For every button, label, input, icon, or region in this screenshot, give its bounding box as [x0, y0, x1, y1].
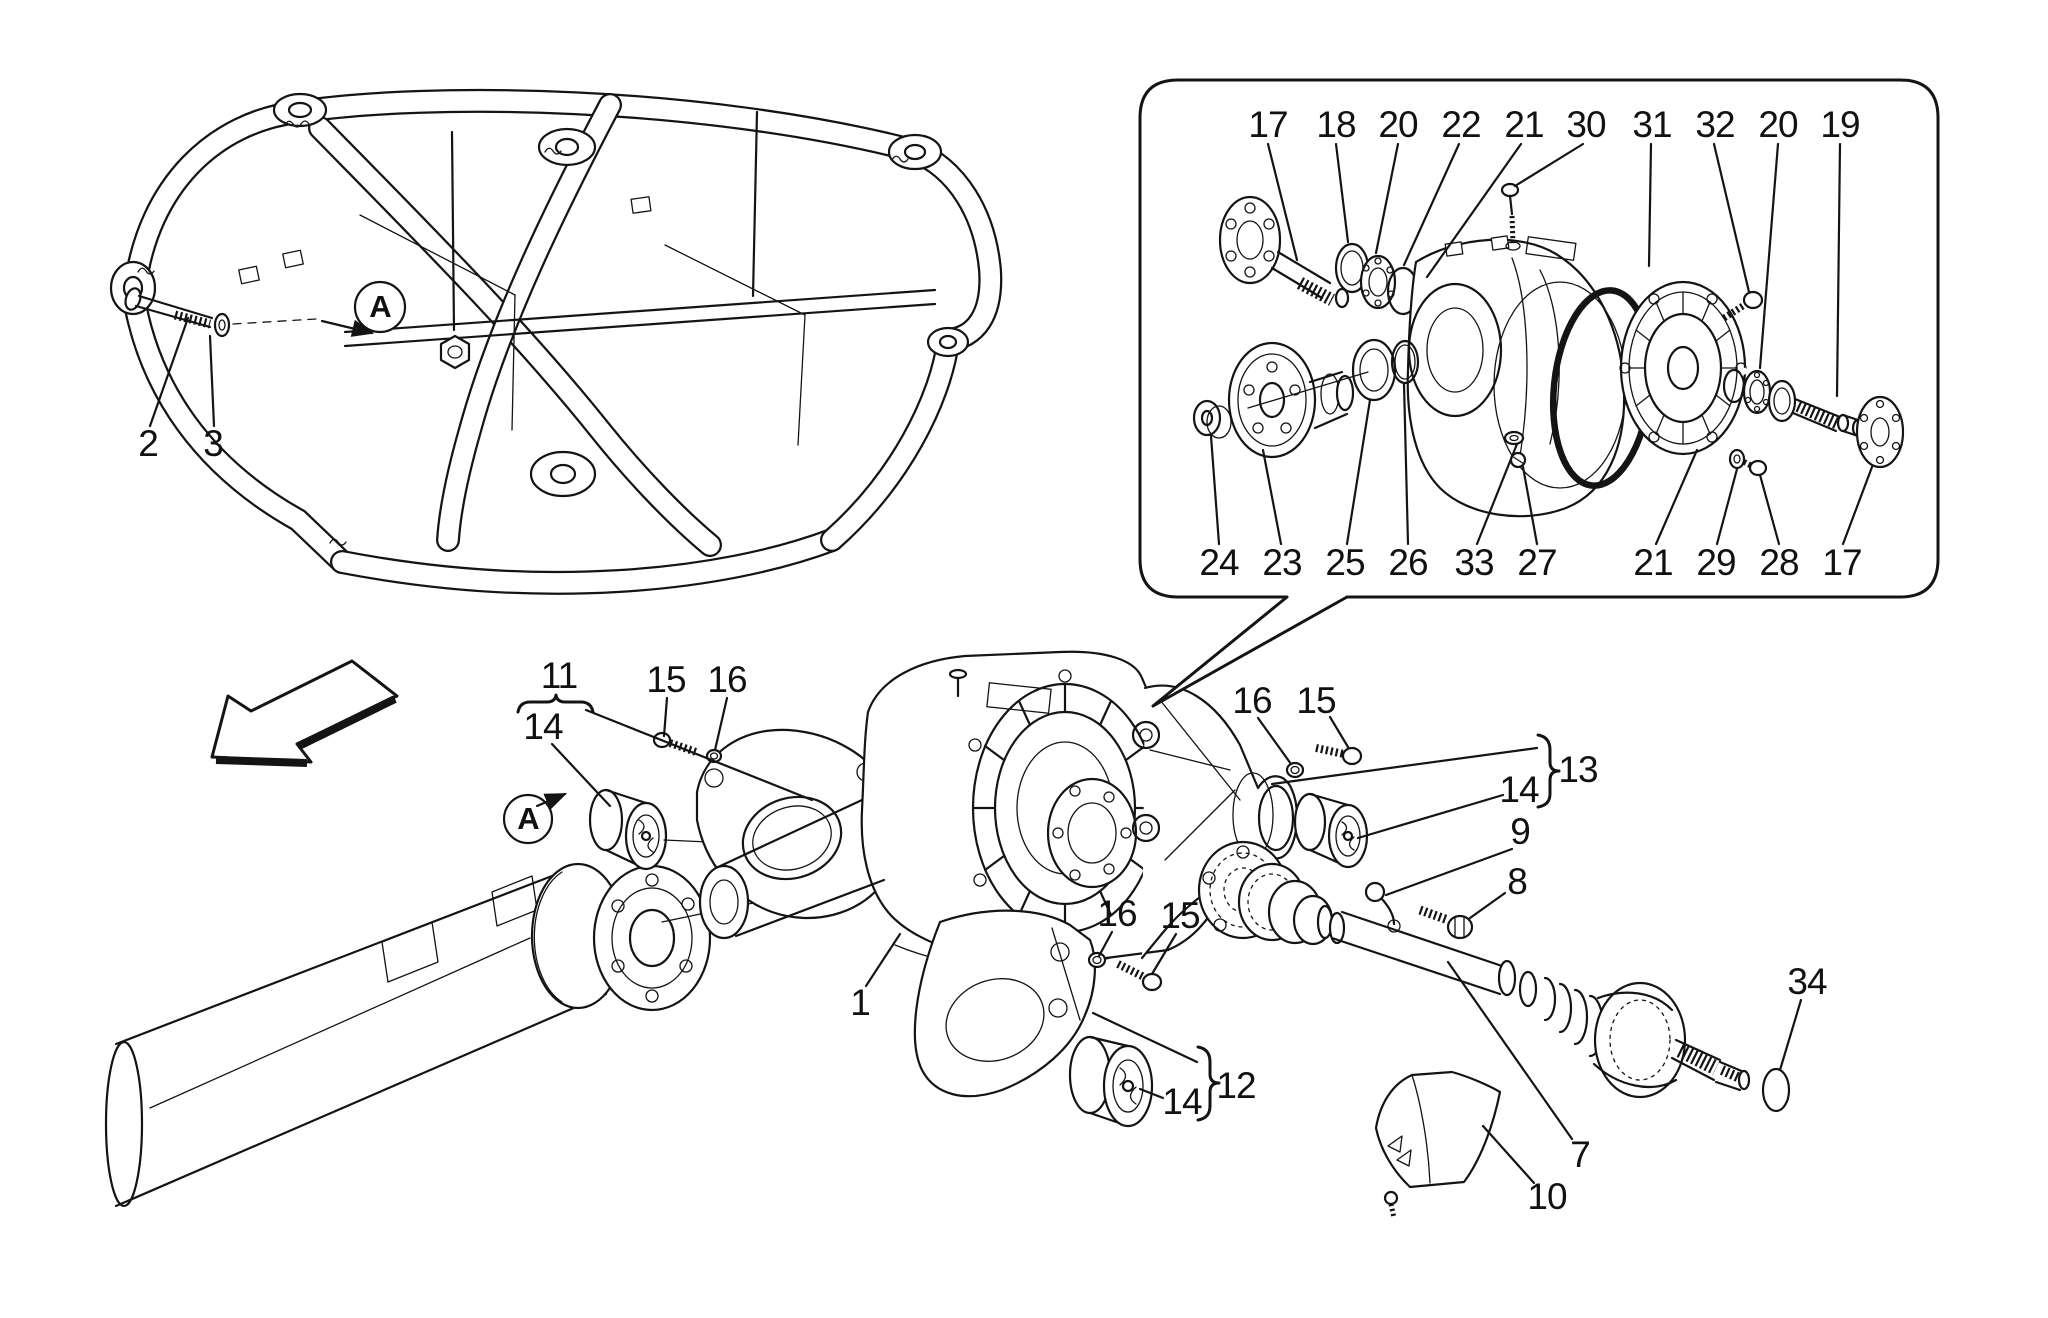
callout-13: 13 — [1558, 749, 1598, 790]
circlip-part34 — [1758, 1066, 1791, 1113]
inset-side-cover — [1619, 280, 1747, 456]
inset-diff-case — [1406, 182, 1627, 518]
inset-bolt-32 — [1722, 290, 1764, 321]
differential-housing — [698, 650, 1236, 970]
detail-a-circle-main — [502, 793, 554, 845]
inset-bolt-28 — [1742, 459, 1768, 477]
detail-a-arrow-main — [535, 792, 568, 810]
callout-14: 14 — [1162, 1081, 1202, 1122]
inset-callout-25: 25 — [1325, 542, 1365, 583]
direction-arrow — [210, 659, 399, 767]
heat-shield — [1374, 1070, 1502, 1219]
inset-callout-30: 30 — [1566, 104, 1606, 145]
inset-callout-20: 20 — [1758, 104, 1798, 145]
inset-callout-23: 23 — [1262, 542, 1302, 583]
bolt-part2 — [124, 287, 214, 329]
detail-marker-A: A — [369, 289, 391, 324]
callout-14: 14 — [1499, 769, 1539, 810]
bushing-left — [588, 788, 668, 871]
bolt-right — [1315, 744, 1363, 766]
inset-callout-31: 31 — [1632, 104, 1672, 145]
brace-12 — [1196, 1045, 1221, 1122]
inset-callout-29: 29 — [1696, 542, 1736, 583]
callout-10: 10 — [1527, 1176, 1567, 1217]
inset-box — [1138, 78, 1940, 708]
inset-callout-17: 17 — [1248, 104, 1288, 145]
inset-callout-18: 18 — [1316, 104, 1356, 145]
lower-bracket — [913, 909, 1096, 1098]
callout-1: 1 — [850, 982, 871, 1023]
nut-right — [1285, 761, 1305, 779]
inset-callout-21: 21 — [1504, 104, 1544, 145]
inset-callout-28: 28 — [1759, 542, 1799, 583]
inset-callout-33: 33 — [1454, 542, 1494, 583]
callout-34: 34 — [1787, 961, 1827, 1002]
callout-2: 2 — [138, 423, 159, 464]
inset-drive-flange-23 — [1227, 341, 1355, 459]
callout-11: 11 — [540, 655, 578, 696]
bolt-left — [652, 731, 698, 756]
axle-shaft — [1197, 840, 1751, 1099]
bushing-bottom — [1068, 1035, 1154, 1128]
inset-callout-24: 24 — [1199, 542, 1239, 583]
brace-13 — [1536, 733, 1561, 809]
inset-washer-29 — [1728, 448, 1746, 470]
inset-bearing-right — [1742, 369, 1772, 415]
inset-washer-33 — [1503, 430, 1525, 446]
callout-15: 15 — [646, 659, 686, 700]
inset-hub-flange — [1218, 195, 1350, 309]
brace-11 — [516, 693, 595, 714]
callout-14: 14 — [523, 706, 563, 747]
inset-bearing-20 — [1359, 254, 1397, 310]
clip-part9 — [1364, 881, 1401, 933]
detail-marker-A: A — [517, 801, 539, 836]
main-assembly — [104, 650, 1803, 1219]
callout-15: 15 — [1296, 680, 1336, 721]
inset-callout-22: 22 — [1441, 104, 1481, 145]
inset-oring-26 — [1390, 339, 1420, 385]
inset-callout-17: 17 — [1822, 542, 1862, 583]
washer-part3 — [213, 312, 231, 338]
inset-callout-26: 26 — [1388, 542, 1428, 583]
callout-12: 12 — [1216, 1065, 1256, 1106]
callout-16: 16 — [707, 659, 747, 700]
callout-8: 8 — [1507, 861, 1528, 902]
bushing-right — [1293, 792, 1369, 869]
leader-lines-inset — [1209, 142, 1874, 546]
inset-callout-27: 27 — [1517, 542, 1557, 583]
callout-16: 16 — [1097, 893, 1137, 934]
chassis-subframe — [109, 88, 1003, 595]
nut-mid — [1087, 951, 1107, 969]
inset-callout-32: 32 — [1695, 104, 1735, 145]
leader-lines-main — [550, 696, 1803, 1185]
bolt-part8 — [1418, 905, 1474, 940]
callout-16: 16 — [1232, 680, 1272, 721]
inset-callout-20: 20 — [1378, 104, 1418, 145]
inset-callout-19: 19 — [1820, 104, 1860, 145]
inset-cap-24 — [1192, 399, 1232, 439]
inset-callout-21: 21 — [1633, 542, 1673, 583]
callout-9: 9 — [1510, 811, 1531, 852]
chassis-bushings — [109, 92, 970, 498]
callout-3: 3 — [203, 423, 224, 464]
callout-7: 7 — [1570, 1134, 1591, 1175]
driveshaft-tube — [104, 862, 712, 1208]
detail-a-arrow-chassis — [320, 319, 375, 337]
inset-seal-right — [1767, 379, 1797, 423]
callout-15: 15 — [1160, 895, 1200, 936]
inset-stub-axle — [1791, 395, 1905, 469]
detail-a-circle-chassis — [353, 280, 407, 334]
